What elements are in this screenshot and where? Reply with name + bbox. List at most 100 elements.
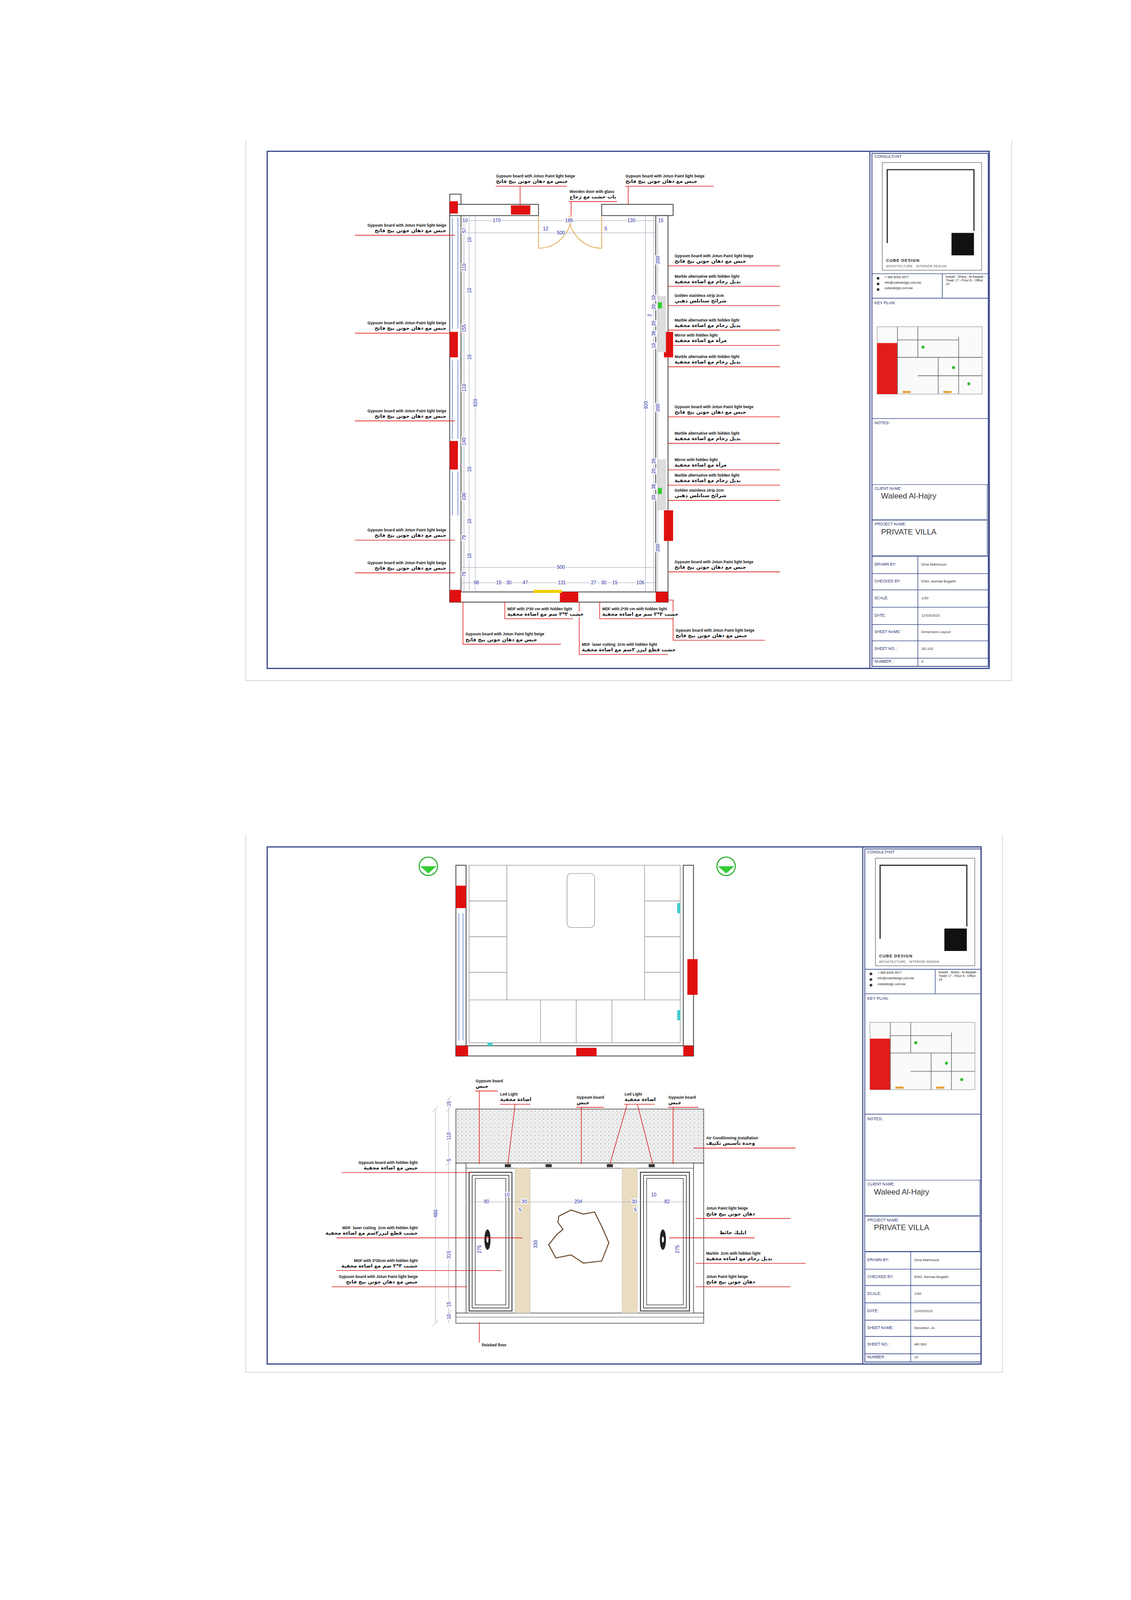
ceiling-plan-part bbox=[677, 902, 681, 914]
box-value: PRIVATE VILLA bbox=[874, 527, 937, 537]
ceiling-plan-part-part bbox=[456, 865, 467, 1056]
callout-label: Jotun Paint light beige bbox=[705, 1274, 748, 1280]
title-block-part-part bbox=[871, 624, 989, 625]
elevation-part-part bbox=[475, 1178, 506, 1305]
dimension-value: 330 bbox=[532, 1239, 539, 1249]
dimension-value: 30 bbox=[600, 579, 608, 586]
title-block-part-part bbox=[871, 640, 989, 641]
title-block-value: AR-500 bbox=[913, 1342, 928, 1347]
elevation-part bbox=[456, 1109, 704, 1164]
ceiling-plan-part-part bbox=[469, 865, 681, 1043]
leader-line-part bbox=[331, 1172, 523, 1287]
leader-line-part bbox=[569, 201, 618, 216]
title-block-value: 3D-102 bbox=[920, 647, 934, 652]
title-block-label: CONSULTANT bbox=[866, 849, 896, 855]
callout-label: Marble 2cm with hidden light bbox=[705, 1251, 761, 1256]
title-block-part bbox=[876, 282, 880, 286]
logo-box: CUBE DESIGNARCHITECTURE . INTERIOR DESIG… bbox=[875, 857, 976, 966]
title-block-box: CLIENT NAME:Waleed Al-Hajry bbox=[864, 1179, 981, 1216]
leader-line-part bbox=[668, 416, 781, 572]
callout-label: Led Light bbox=[499, 1092, 519, 1097]
title-block-label: DATE: bbox=[866, 1308, 879, 1314]
callout-label: Mirror with hidden light bbox=[674, 457, 718, 463]
leader-line-part bbox=[579, 601, 669, 655]
title-block-label: KEY PLAN: bbox=[866, 996, 889, 1001]
callout-label: Gypsum board bbox=[475, 1079, 504, 1084]
title-block-part-part bbox=[871, 589, 989, 591]
title-block-part bbox=[951, 233, 974, 256]
callout-label: جبس مع دهان جوتن بيج فاتح bbox=[373, 565, 447, 572]
dimension-value: 30 bbox=[521, 1198, 528, 1204]
contact-text: info@cubedesign.com.kw bbox=[876, 976, 915, 981]
callout-label: دهان جوتن بيج فاتح bbox=[705, 1211, 756, 1218]
ceiling-plan-part-part bbox=[469, 865, 681, 1043]
dimension-value: 15 bbox=[612, 579, 619, 586]
dimension-value: 82 bbox=[664, 1198, 671, 1204]
callout-label: جبس مع دهان جوتن بيج فاتح bbox=[373, 325, 447, 332]
title-block-label: CHECKED BY: bbox=[866, 1274, 894, 1280]
title-block-part bbox=[952, 365, 956, 369]
callout-label: Gypsum board with Jotun Paint light beig… bbox=[674, 404, 754, 410]
dimension-value: 79 bbox=[461, 534, 467, 541]
title-block-part-part bbox=[871, 555, 989, 557]
title-block-label: SCALE: bbox=[873, 596, 889, 601]
leader-line-part bbox=[668, 600, 765, 641]
title-block-value: 1/50 bbox=[913, 1291, 923, 1296]
sheet-frame bbox=[267, 151, 990, 1365]
title-block-box: CLIENT NAME:Waleed Al-Hajry bbox=[871, 484, 988, 520]
floor-plan-part-part bbox=[449, 440, 458, 470]
callout-label: خشب ٣*٢ سم مع اضاءة مخفية bbox=[340, 1263, 418, 1270]
title-block-label: NOTES: bbox=[866, 1116, 884, 1121]
elevation-part bbox=[514, 1167, 531, 1313]
contact-text: kuwait - Sharq - Al Awqaaf - Tower 17 - … bbox=[945, 274, 986, 286]
title-block-part-part bbox=[871, 418, 989, 419]
title-block-part-part bbox=[871, 297, 989, 299]
contact-text: cubedesign.com.kw bbox=[884, 286, 914, 291]
ceiling-plan-part-part bbox=[575, 1047, 597, 1056]
title-block-part bbox=[871, 273, 989, 667]
box-heading: CUBE DESIGN bbox=[886, 258, 920, 264]
title-block-label: NUMBER : bbox=[873, 659, 894, 665]
leader-line-part bbox=[668, 1107, 699, 1165]
elevation-part-part bbox=[643, 1175, 687, 1308]
dimension-value: 57 bbox=[461, 227, 467, 234]
floor-plan-part bbox=[657, 302, 662, 309]
dimension-value: 10 bbox=[466, 353, 473, 361]
dimension-value: 200 bbox=[654, 255, 661, 265]
dimension-value: 90 bbox=[483, 1198, 490, 1204]
leader-line-part bbox=[575, 1107, 604, 1165]
title-block-part bbox=[876, 276, 880, 280]
box-value: ARCHITECTURE . INTERIOR DESIGN bbox=[879, 959, 940, 964]
dimension-value: 130 bbox=[626, 217, 636, 224]
dimension-value: 10 bbox=[466, 236, 473, 244]
leader-line-part bbox=[354, 235, 455, 573]
elevation-part bbox=[456, 1316, 704, 1318]
ceiling-plan-part bbox=[456, 865, 694, 1056]
title-block-value: ENG. Asmaa Bogaith bbox=[920, 579, 957, 584]
dimension-value: 10 bbox=[650, 294, 657, 301]
callout-label: خشب ٣*٢ سم مع اضاءة مخفية bbox=[601, 611, 679, 618]
floor-plan-part bbox=[533, 589, 563, 593]
leader-line-part bbox=[609, 1104, 655, 1164]
callout-label: Gypsum board bbox=[668, 1095, 697, 1100]
callout-label: بديل رخام مع اضاءة مخفية bbox=[674, 279, 742, 286]
ceiling-plan-part bbox=[716, 856, 736, 876]
floor-plan-part-part bbox=[510, 205, 530, 215]
leader-line-part bbox=[495, 186, 568, 206]
title-block-label: DRAWN BY: bbox=[866, 1257, 890, 1263]
dimension-value: 20 bbox=[650, 494, 657, 501]
floor-plan-part-part bbox=[655, 591, 669, 602]
leader-line-part bbox=[669, 1218, 806, 1287]
dimension-value: 38 bbox=[650, 483, 657, 490]
dimension-value: 106 bbox=[636, 579, 646, 586]
title-block-value: 1/50 bbox=[920, 596, 929, 601]
title-block-value: Dina Mahmoud bbox=[920, 562, 947, 567]
callout-label: Gypsum board with Jotun Paint light beig… bbox=[367, 321, 447, 326]
callout-label: دهان جوتن بيج فاتح bbox=[705, 1279, 756, 1286]
elevation-part bbox=[486, 1236, 489, 1243]
title-block-part bbox=[871, 153, 989, 667]
box-value: ARCHITECTURE . INTERIOR DESIGN bbox=[886, 264, 947, 269]
title-block-label: DATE: bbox=[873, 613, 886, 618]
